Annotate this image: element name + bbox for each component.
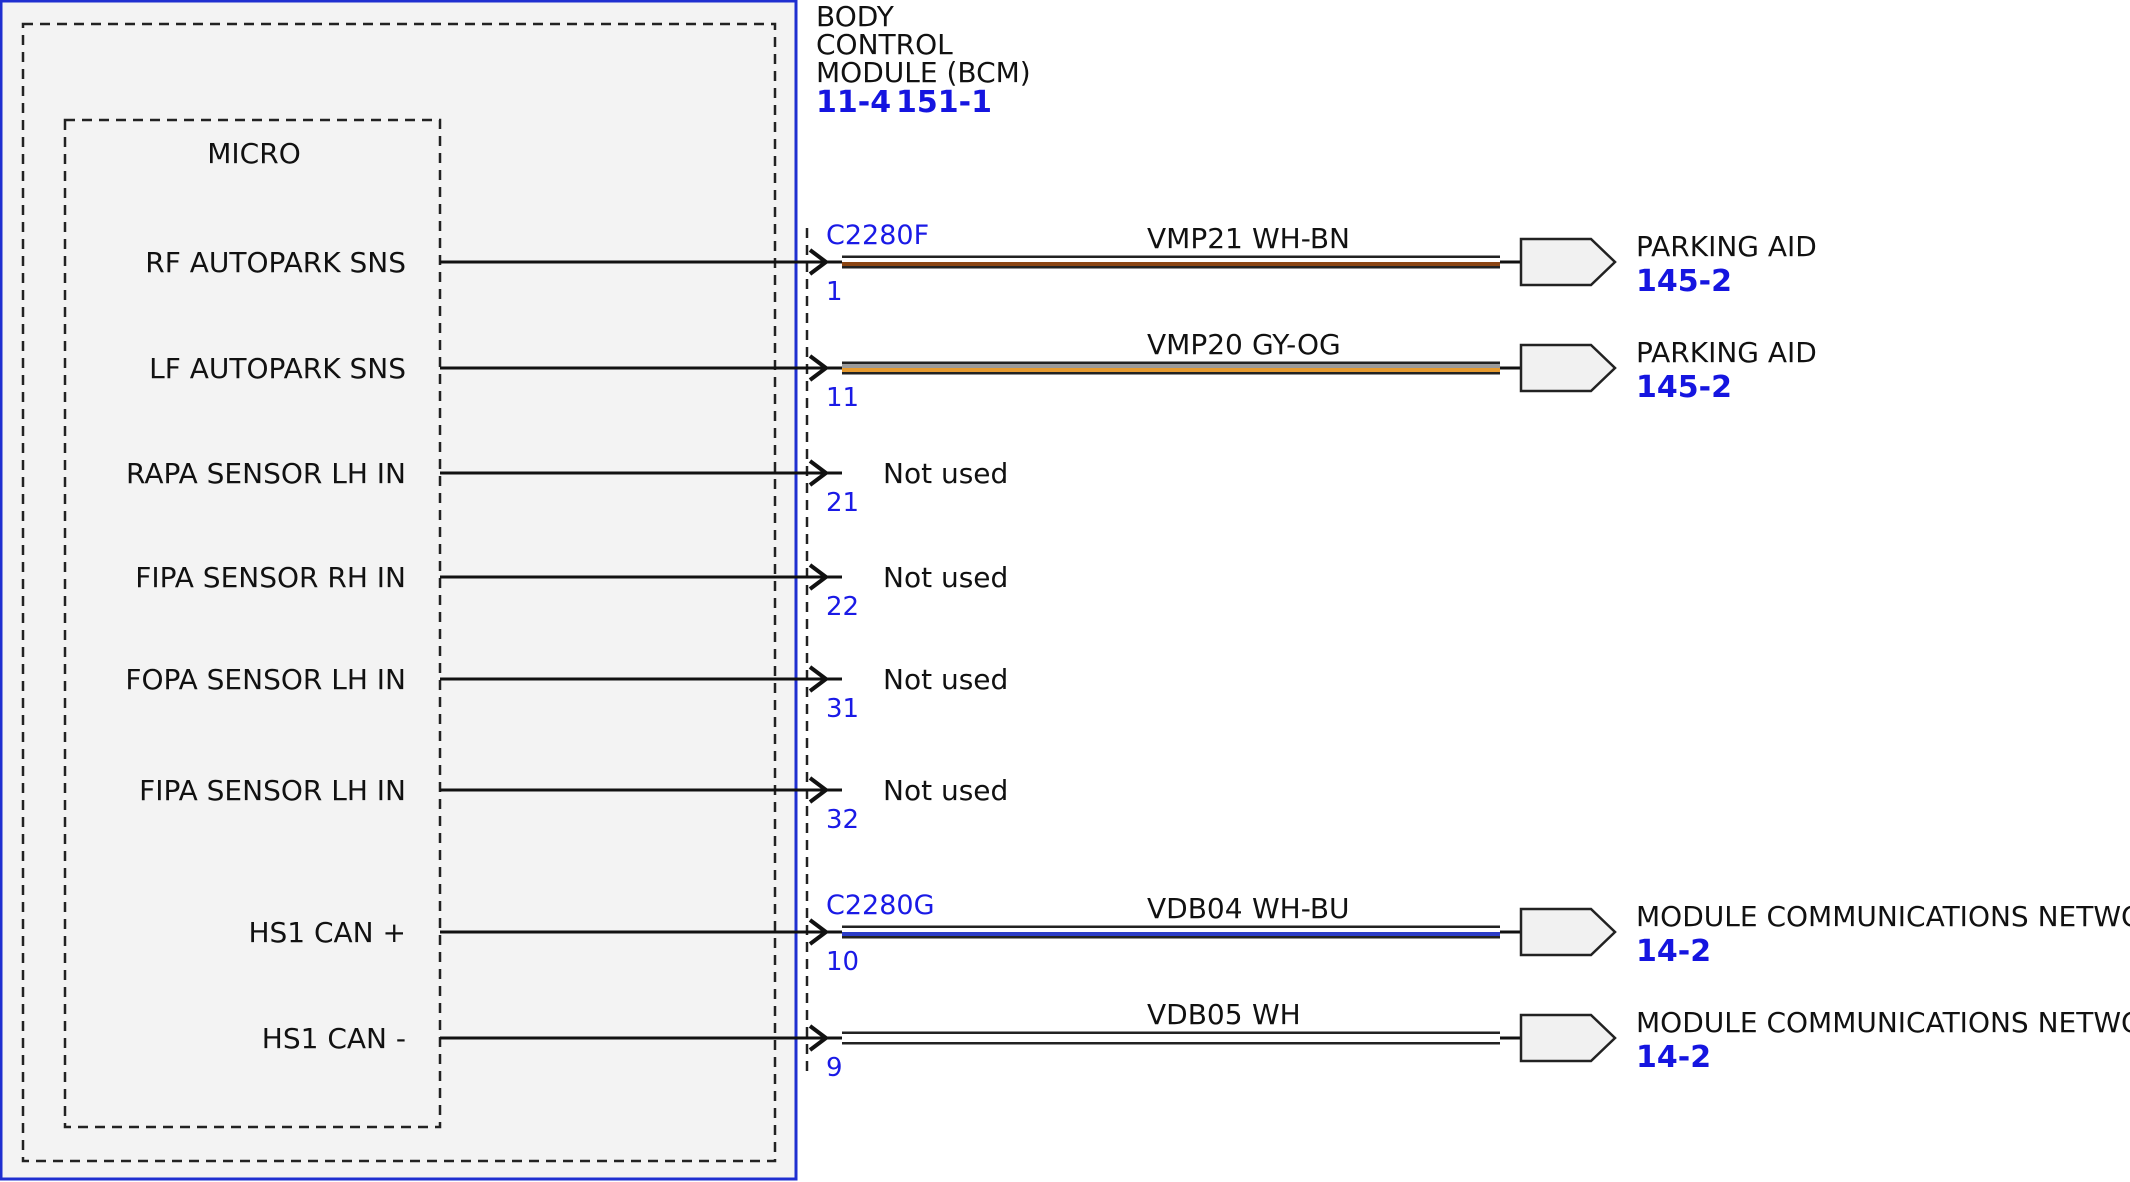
- destination-ref[interactable]: 145-2: [1636, 370, 1732, 405]
- not-used-label: Not used: [883, 774, 1008, 807]
- wire-circuit-id: VMP20: [1147, 328, 1243, 361]
- pin-number: 9: [826, 1053, 843, 1083]
- circuits-group: RF AUTOPARK SNS C2280F 1 VMP21 WH-BN PARKING …: [125, 220, 2130, 1083]
- signal-label: RF AUTOPARK SNS: [145, 246, 406, 279]
- destination-ref[interactable]: 14-2: [1636, 934, 1711, 969]
- pin-number: 31: [826, 694, 859, 724]
- signal-label: HS1 CAN +: [248, 916, 406, 949]
- bcm-inner-dashed-box: [21, 22, 777, 1163]
- destination-label[interactable]: MODULE COMMUNICATIONS NETWORK: [1636, 900, 2130, 933]
- wire-color-code: WH-BN: [1252, 222, 1350, 255]
- not-used-label: Not used: [883, 457, 1008, 490]
- destination-arrow-icon[interactable]: [1519, 343, 1617, 393]
- wire-color-code: GY-OG: [1252, 328, 1341, 361]
- destination-label[interactable]: MODULE COMMUNICATIONS NETWORK: [1636, 1006, 2130, 1039]
- pin-number: 10: [826, 947, 859, 977]
- pin-number: 22: [826, 592, 859, 622]
- module-ref-1[interactable]: 11-4: [816, 85, 891, 120]
- wire-circuit-id: VMP21: [1147, 222, 1243, 255]
- micro-box: [63, 118, 442, 1129]
- pin-number: 32: [826, 805, 859, 835]
- destination-ref[interactable]: 14-2: [1636, 1040, 1711, 1075]
- module-title-line-3: MODULE (BCM): [816, 56, 1031, 89]
- connector-id[interactable]: C2280G: [826, 890, 935, 921]
- wire-color-code: WH-BU: [1252, 892, 1350, 925]
- destination-ref[interactable]: 145-2: [1636, 264, 1732, 299]
- signal-label: RAPA SENSOR LH IN: [126, 457, 406, 490]
- signal-label: FIPA SENSOR RH IN: [135, 561, 406, 594]
- destination-arrow-icon[interactable]: [1519, 237, 1617, 287]
- destination-label[interactable]: PARKING AID: [1636, 230, 1817, 263]
- pin-number: 11: [826, 383, 859, 413]
- micro-label: MICRO: [207, 137, 300, 170]
- destination-arrow-icon[interactable]: [1519, 1013, 1617, 1063]
- pin-number: 1: [826, 277, 843, 307]
- bcm-module-box: [0, 0, 798, 1181]
- destination-label[interactable]: PARKING AID: [1636, 336, 1817, 369]
- wire-color-code: WH: [1252, 998, 1301, 1031]
- not-used-label: Not used: [883, 561, 1008, 594]
- signal-label: HS1 CAN -: [262, 1022, 406, 1055]
- connector-id[interactable]: C2280F: [826, 220, 929, 251]
- not-used-label: Not used: [883, 663, 1008, 696]
- module-title-line-2: CONTROL: [816, 28, 953, 61]
- signal-label: FIPA SENSOR LH IN: [139, 774, 406, 807]
- signal-label: LF AUTOPARK SNS: [149, 352, 406, 385]
- module-title-line-1: BODY: [816, 0, 895, 33]
- wire-circuit-id: VDB04: [1147, 892, 1243, 925]
- module-ref-2[interactable]: 151-1: [896, 85, 992, 120]
- pin-number: 21: [826, 488, 859, 518]
- destination-arrow-icon[interactable]: [1519, 907, 1617, 957]
- wire-circuit-id: VDB05: [1147, 998, 1243, 1031]
- signal-label: FOPA SENSOR LH IN: [125, 663, 406, 696]
